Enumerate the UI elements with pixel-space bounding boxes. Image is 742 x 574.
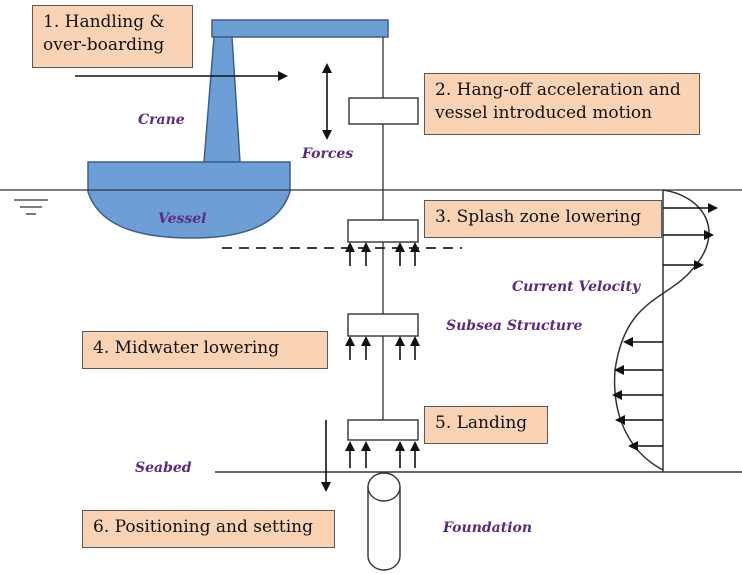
vessel-label: Vessel [158, 211, 207, 227]
crane-boom [211, 19, 389, 38]
stage-positioning: 6. Positioning and setting [82, 510, 335, 548]
splash-structure [347, 219, 419, 243]
seabed-label: Seabed [135, 460, 192, 476]
stage-landing: 5. Landing [424, 406, 548, 444]
landing-structure [347, 419, 419, 441]
crane-tower [203, 36, 241, 163]
stage-handling: 1. Handling & over-boarding [32, 5, 193, 68]
vessel-hull [87, 161, 291, 239]
midwater-structure [347, 313, 419, 337]
midwater-up-arrows [345, 336, 420, 360]
splash-up-arrows [345, 242, 420, 266]
hangoff-structure [348, 97, 419, 125]
crane-label: Crane [138, 112, 185, 128]
stage-midwater: 4. Midwater lowering [82, 331, 328, 369]
forces-label: Forces [302, 146, 354, 162]
current-velocity-profile [612, 189, 718, 472]
water-surface-icon [14, 199, 48, 215]
foundation-label: Foundation [443, 520, 533, 536]
stage-splash: 3. Splash zone lowering [424, 200, 662, 238]
stage-hangoff: 2. Hang-off acceleration and vessel intr… [424, 73, 700, 135]
subsea-structure-label: Subsea Structure [446, 318, 583, 334]
landing-up-arrows [345, 441, 420, 468]
foundation-pile [367, 472, 401, 571]
current-velocity-label: Current Velocity [512, 279, 641, 295]
